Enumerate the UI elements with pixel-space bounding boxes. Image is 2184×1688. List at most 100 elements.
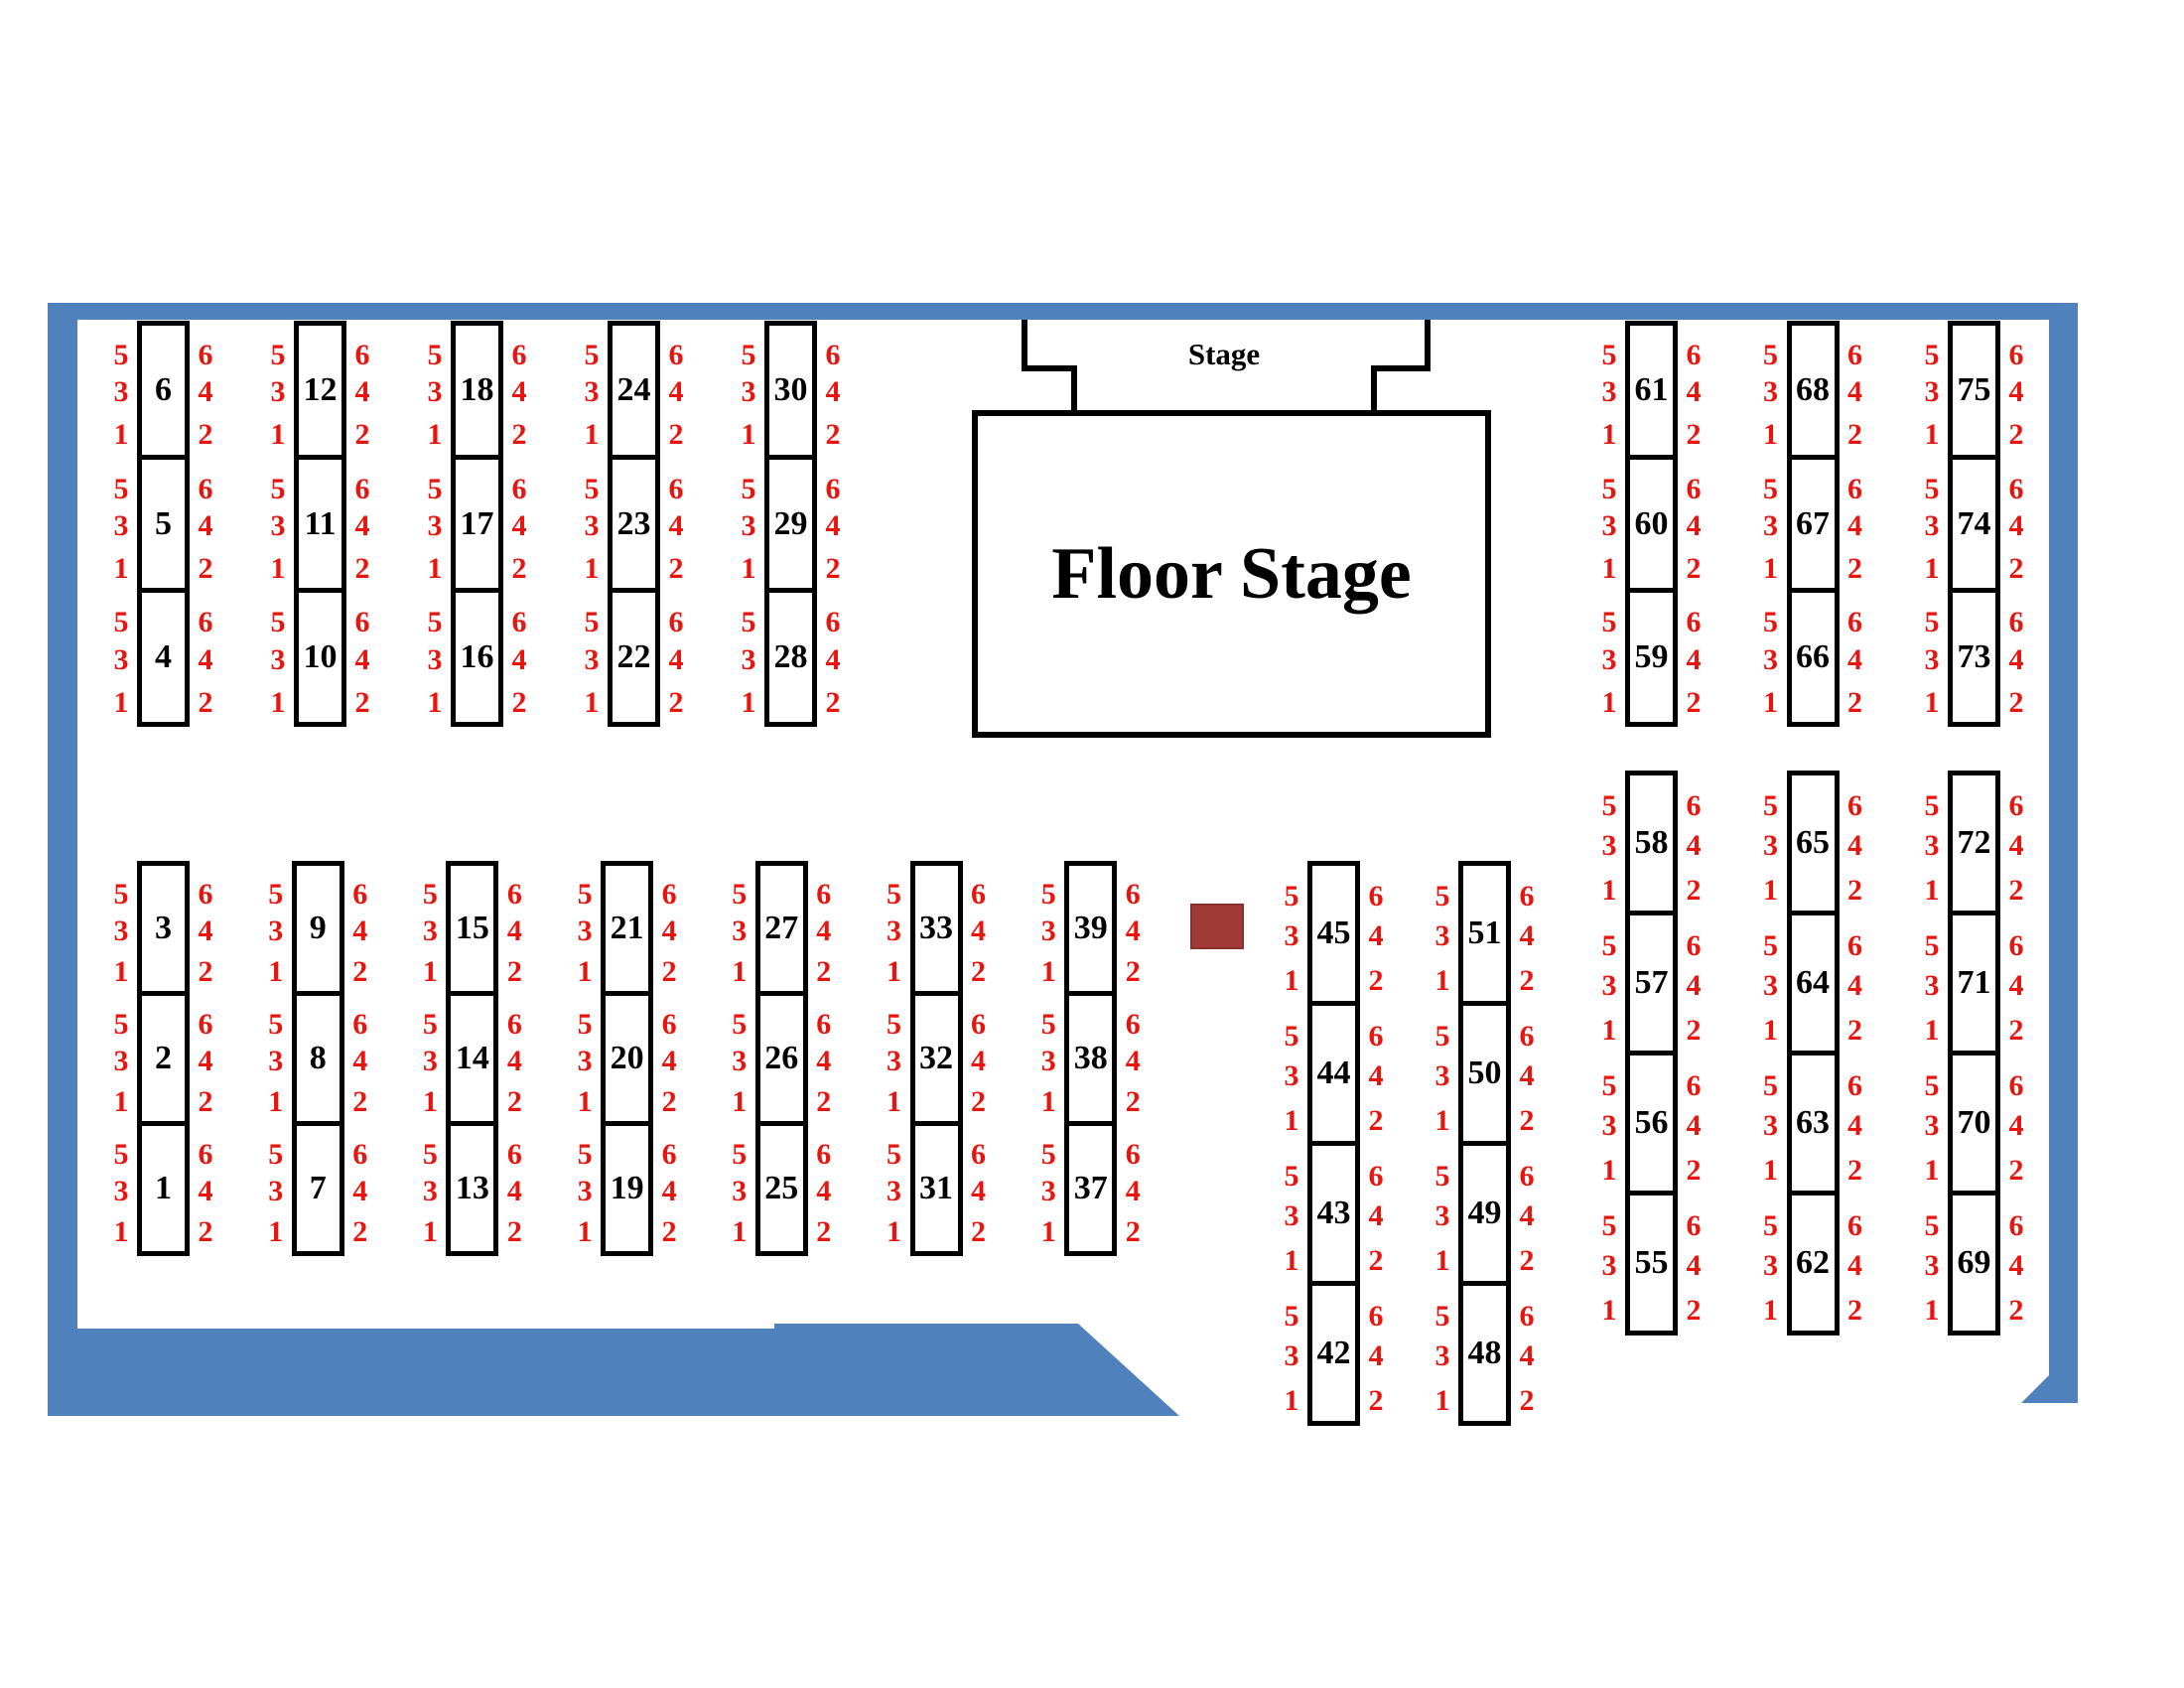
seat-number: 5: [1924, 1069, 1940, 1103]
seat-number: 1: [422, 955, 438, 989]
table-number: 45: [1316, 914, 1351, 951]
seat-number: 3: [270, 509, 286, 543]
seat-number: 4: [668, 375, 684, 409]
seat-number: 4: [2008, 828, 2024, 862]
seat-number: 3: [427, 375, 443, 409]
seat-number: 3: [1040, 914, 1056, 947]
seat-number: 2: [511, 551, 527, 585]
seat-number: 5: [1601, 338, 1617, 371]
seat-number: 4: [198, 375, 213, 409]
table-number: 25: [764, 1170, 799, 1206]
seat-number: 1: [741, 551, 756, 585]
seat-number: 4: [2008, 1248, 2024, 1282]
seat-number: 4: [1847, 1108, 1862, 1142]
seat-number: 6: [816, 877, 832, 911]
seat-number: 5: [1601, 789, 1617, 823]
table-number: 72: [1957, 824, 1991, 861]
seat-number: 4: [2008, 642, 2024, 676]
table-number: 56: [1634, 1104, 1669, 1141]
seat-number: 2: [1519, 1103, 1535, 1137]
seat-number: 6: [198, 338, 213, 371]
seat-number: 3: [741, 375, 756, 409]
table-number: 27: [764, 910, 799, 946]
seat-number: 1: [1601, 1153, 1617, 1187]
seat-number: 1: [1763, 685, 1778, 719]
seat-number: 6: [1125, 1137, 1141, 1171]
seat-number: 5: [270, 606, 286, 639]
seat-number: 6: [2008, 929, 2024, 963]
seat-number: 6: [971, 877, 986, 911]
seat-number: 2: [668, 685, 684, 719]
seat-number: 5: [887, 877, 901, 911]
seat-number: 6: [1519, 1020, 1535, 1054]
seat-number: 3: [1601, 828, 1617, 862]
seat-number: 6: [2008, 1209, 2024, 1243]
table-number: 16: [460, 638, 494, 676]
table-number: 43: [1316, 1195, 1351, 1231]
seat-number: 5: [113, 338, 129, 371]
table-number: 67: [1796, 504, 1830, 542]
seat-number: 1: [113, 1215, 129, 1249]
seat-number: 2: [1847, 1013, 1862, 1047]
seat-number: 1: [887, 1085, 901, 1119]
right-wall: [2021, 303, 2078, 1403]
seat-number: 4: [816, 1174, 832, 1207]
table-number: 59: [1634, 638, 1669, 676]
table-number: 10: [303, 638, 338, 676]
seat-number: 1: [1924, 873, 1940, 907]
seat-number: 4: [506, 1044, 522, 1077]
table-number: 11: [304, 504, 337, 542]
seat-number: 1: [270, 685, 286, 719]
seat-number: 5: [268, 1007, 284, 1041]
seat-number: 5: [584, 472, 600, 505]
seat-number: 1: [113, 1085, 129, 1119]
seat-number: 6: [1686, 338, 1702, 371]
seat-number: 2: [1686, 1153, 1702, 1187]
seat-number: 5: [1601, 472, 1617, 505]
seat-number: 4: [825, 509, 841, 543]
seat-number: 2: [1847, 873, 1862, 907]
table-number: 70: [1957, 1104, 1991, 1141]
table-number: 2: [155, 1040, 172, 1076]
seat-number: 6: [1686, 472, 1702, 505]
seat-number: 5: [1601, 1209, 1617, 1243]
table-number: 4: [155, 638, 172, 676]
seat-number: 2: [352, 1085, 368, 1119]
seat-number: 5: [1040, 877, 1056, 911]
seat-number: 5: [1284, 1300, 1299, 1334]
left-wall: [48, 303, 77, 1416]
seat-number: 3: [1284, 918, 1299, 952]
table-number: 49: [1467, 1195, 1502, 1231]
seat-number: 6: [1519, 880, 1535, 914]
seat-number: 5: [1763, 789, 1778, 823]
seat-number: 5: [1924, 929, 1940, 963]
table-number: 26: [764, 1040, 799, 1076]
table-number: 5: [155, 504, 172, 542]
seat-number: 1: [1924, 418, 1940, 452]
seat-number: 5: [1040, 1007, 1056, 1041]
seat-number: 3: [1434, 1198, 1450, 1232]
seat-number: 2: [198, 418, 213, 452]
table-number: 28: [773, 638, 808, 676]
seat-number: 5: [1434, 880, 1450, 914]
table-number: 48: [1467, 1335, 1502, 1371]
seat-number: 3: [887, 1044, 901, 1077]
seat-number: 5: [268, 1137, 284, 1171]
table-number: 21: [610, 910, 644, 946]
seat-number: 4: [1368, 1338, 1384, 1372]
seat-number: 2: [1368, 1383, 1384, 1417]
seat-number: 2: [661, 1085, 677, 1119]
seat-number: 3: [1924, 642, 1940, 676]
seat-number: 2: [1847, 551, 1862, 585]
seat-number: 2: [506, 955, 522, 989]
seat-number: 3: [1601, 1108, 1617, 1142]
